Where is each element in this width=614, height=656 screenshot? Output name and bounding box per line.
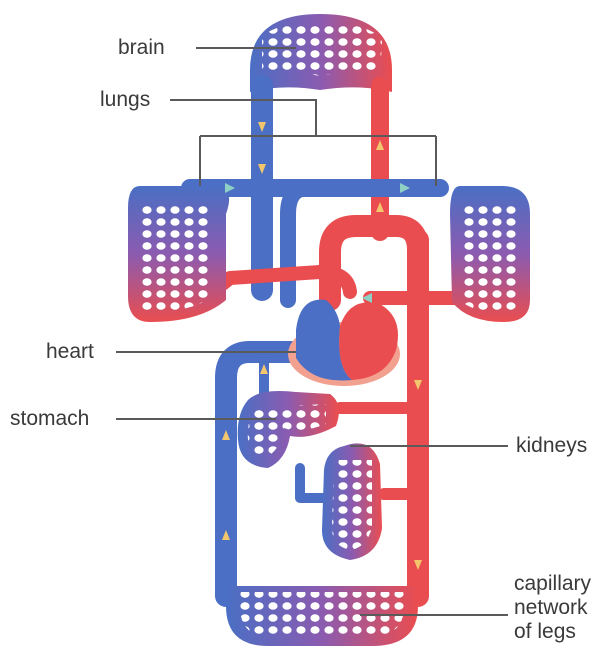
kidneys-capillary-bed: [322, 443, 382, 560]
heart: [288, 300, 400, 386]
label-lungs: lungs: [100, 88, 150, 112]
label-legs-line-3: of legs: [514, 620, 591, 644]
stomach-capillary-bed: [238, 391, 339, 468]
label-kidneys: kidneys: [516, 434, 587, 458]
leader-lungs: [170, 100, 436, 186]
right-lung-capillary-bed: [450, 186, 530, 322]
label-heart: heart: [46, 340, 94, 364]
label-legs: capillary network of legs: [514, 572, 591, 644]
label-brain: brain: [118, 36, 165, 60]
label-stomach: stomach: [10, 407, 89, 431]
label-legs-line-2: network: [514, 596, 591, 620]
label-legs-line-1: capillary: [514, 572, 591, 596]
left-lung-capillary-bed: [128, 186, 229, 322]
